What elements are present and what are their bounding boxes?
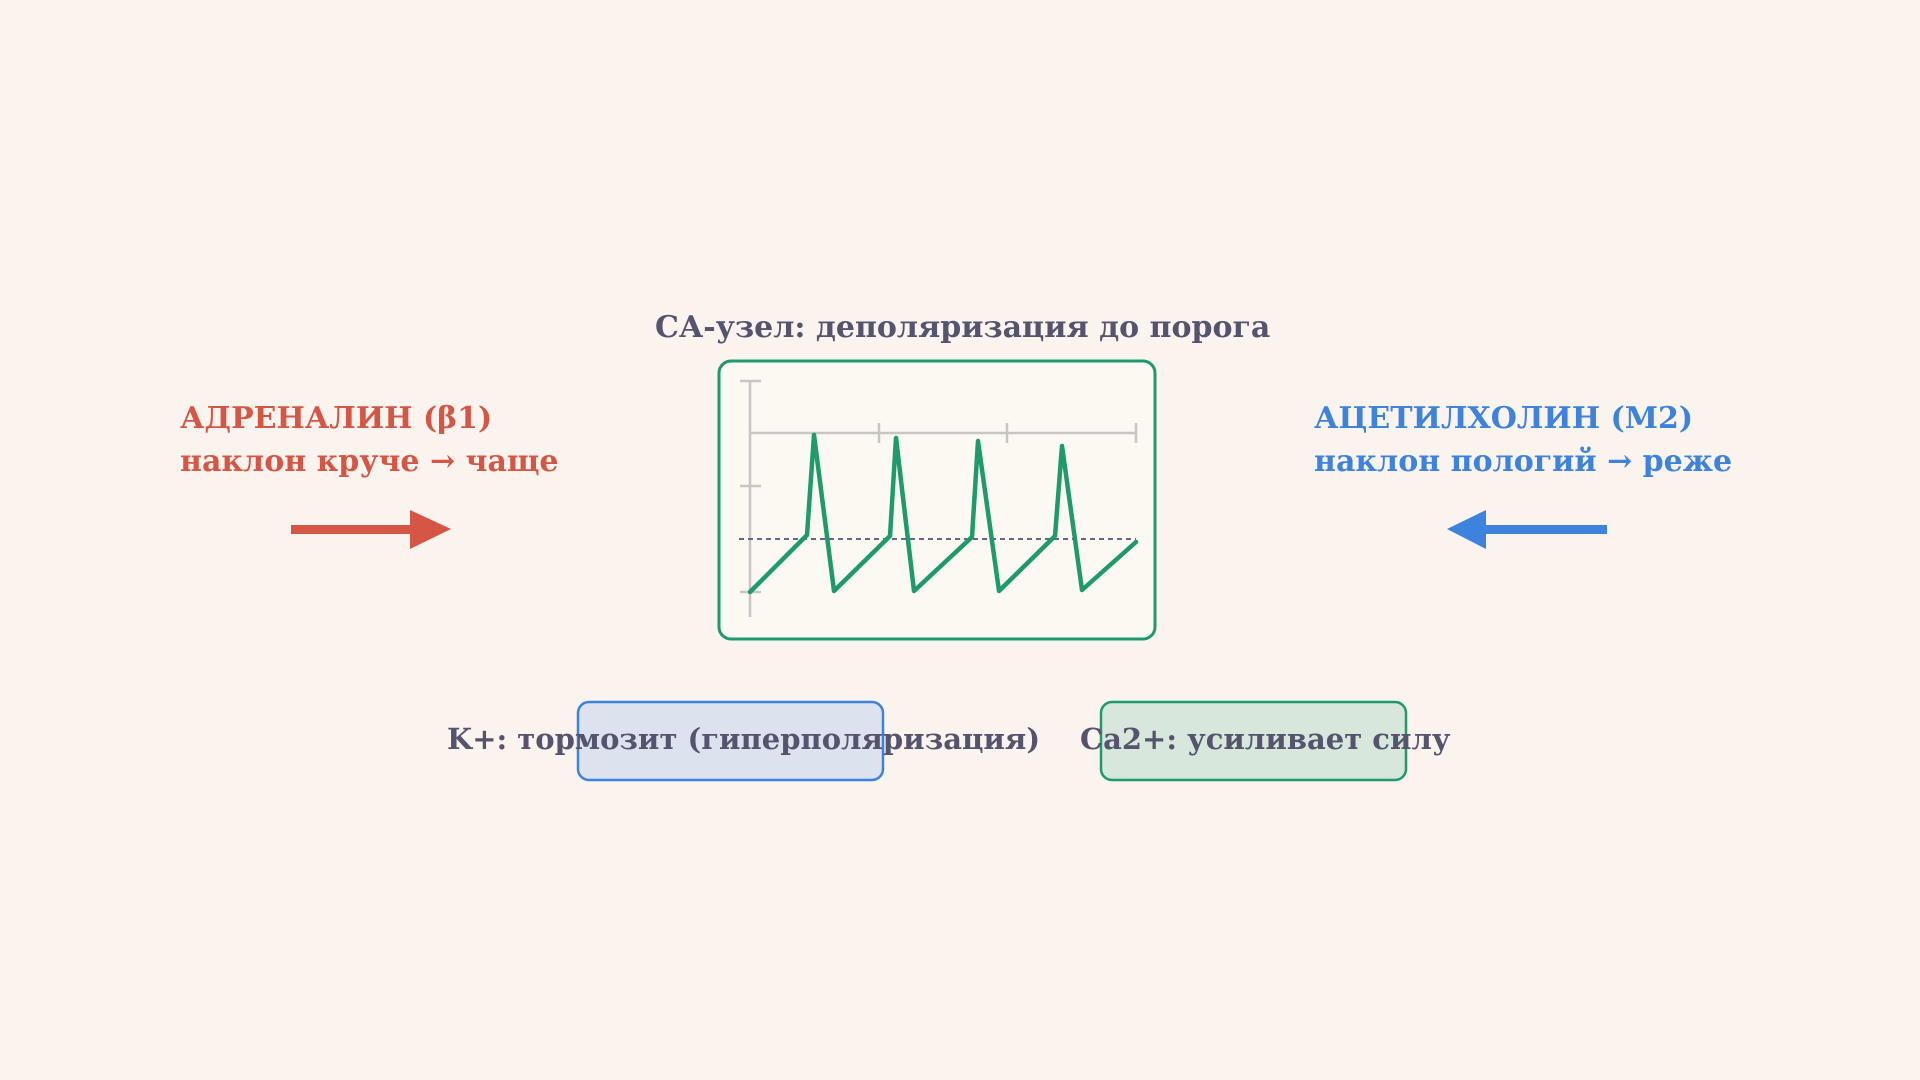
potassium-label: K+: тормозит (гиперполяризация) xyxy=(447,722,1041,756)
calcium-box xyxy=(1099,700,1408,782)
pacemaker-potential-trace xyxy=(747,432,1139,595)
diagram-title: СА-узел: деполяризация до порога xyxy=(655,310,1271,345)
acetylcholine-arrow xyxy=(1447,510,1607,549)
acetylcholine-label: АЦЕТИЛХОЛИН (М2) наклон пологий → реже xyxy=(1314,397,1732,483)
adrenaline-effect: наклон круче → чаще xyxy=(180,444,559,479)
sa-node-panel xyxy=(717,359,1157,641)
calcium-label: Ca2+: усиливает силу xyxy=(1080,722,1451,756)
acetylcholine-effect: наклон пологий → реже xyxy=(1314,444,1733,479)
adrenaline-arrow xyxy=(291,510,451,549)
potassium-box xyxy=(576,700,885,782)
adrenaline-label: АДРЕНАЛИН (β1) наклон круче → чаще xyxy=(180,397,559,483)
acetylcholine-name: АЦЕТИЛХОЛИН (М2) xyxy=(1314,401,1694,436)
adrenaline-name: АДРЕНАЛИН (β1) xyxy=(180,401,493,436)
